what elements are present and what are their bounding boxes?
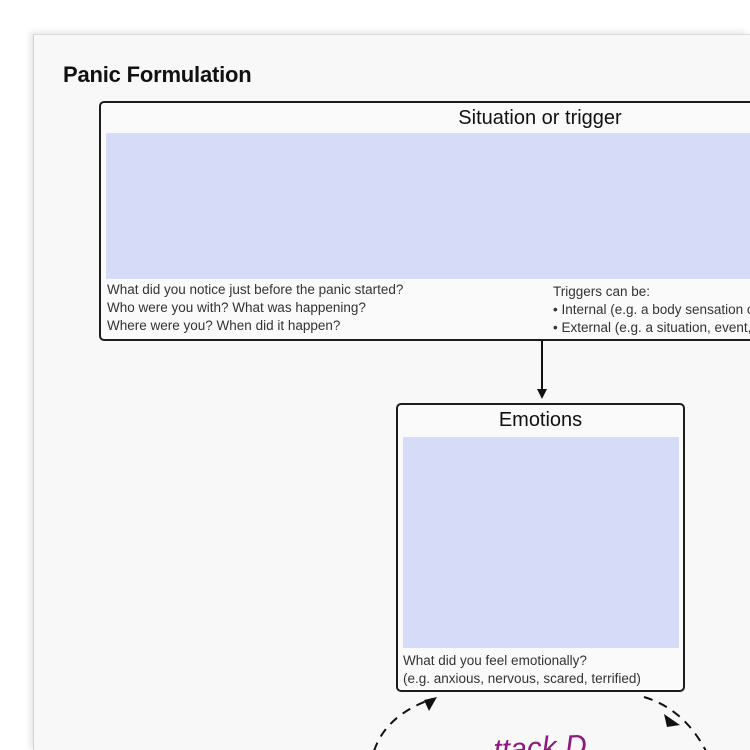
cycle-arc-right: [643, 696, 707, 750]
prompt-line: • External (e.g. a situation, event,: [553, 320, 750, 335]
worksheet-page: Panic Formulation Situation or trigger W…: [33, 34, 750, 750]
situation-prompt-questions: What did you notice just before the pani…: [107, 281, 403, 335]
prompt-line: Who were you with? What was happening?: [107, 300, 366, 315]
page-title: Panic Formulation: [63, 62, 252, 87]
emotions-prompt: What did you feel emotionally? (e.g. anx…: [403, 652, 641, 688]
prompt-line: What did you feel emotionally?: [403, 653, 587, 668]
emotions-box: Emotions What did you feel emotionally? …: [396, 403, 685, 692]
cycle-label: ttack D: [493, 729, 588, 750]
situation-prompt-triggers: Triggers can be: • Internal (e.g. a body…: [553, 283, 750, 337]
prompt-line: What did you notice just before the pani…: [107, 282, 404, 297]
cycle-arrowhead-right: [664, 714, 680, 727]
cycle-arc-left: [373, 698, 433, 750]
situation-input-area[interactable]: [106, 133, 750, 279]
diagram-connectors: ttack D: [373, 341, 707, 750]
prompt-line: Triggers can be:: [553, 284, 651, 299]
prompt-line: (e.g. anxious, nervous, scared, terrifie…: [403, 671, 641, 686]
cycle-arrowhead-left: [424, 697, 437, 711]
emotions-title: Emotions: [498, 409, 583, 431]
situation-box: Situation or trigger What did you notice…: [99, 101, 750, 341]
emotions-input-area[interactable]: [403, 437, 679, 648]
prompt-line: Where were you? When did it happen?: [107, 318, 341, 333]
situation-title: Situation or trigger: [458, 107, 622, 129]
prompt-line: • Internal (e.g. a body sensation o: [553, 302, 750, 317]
